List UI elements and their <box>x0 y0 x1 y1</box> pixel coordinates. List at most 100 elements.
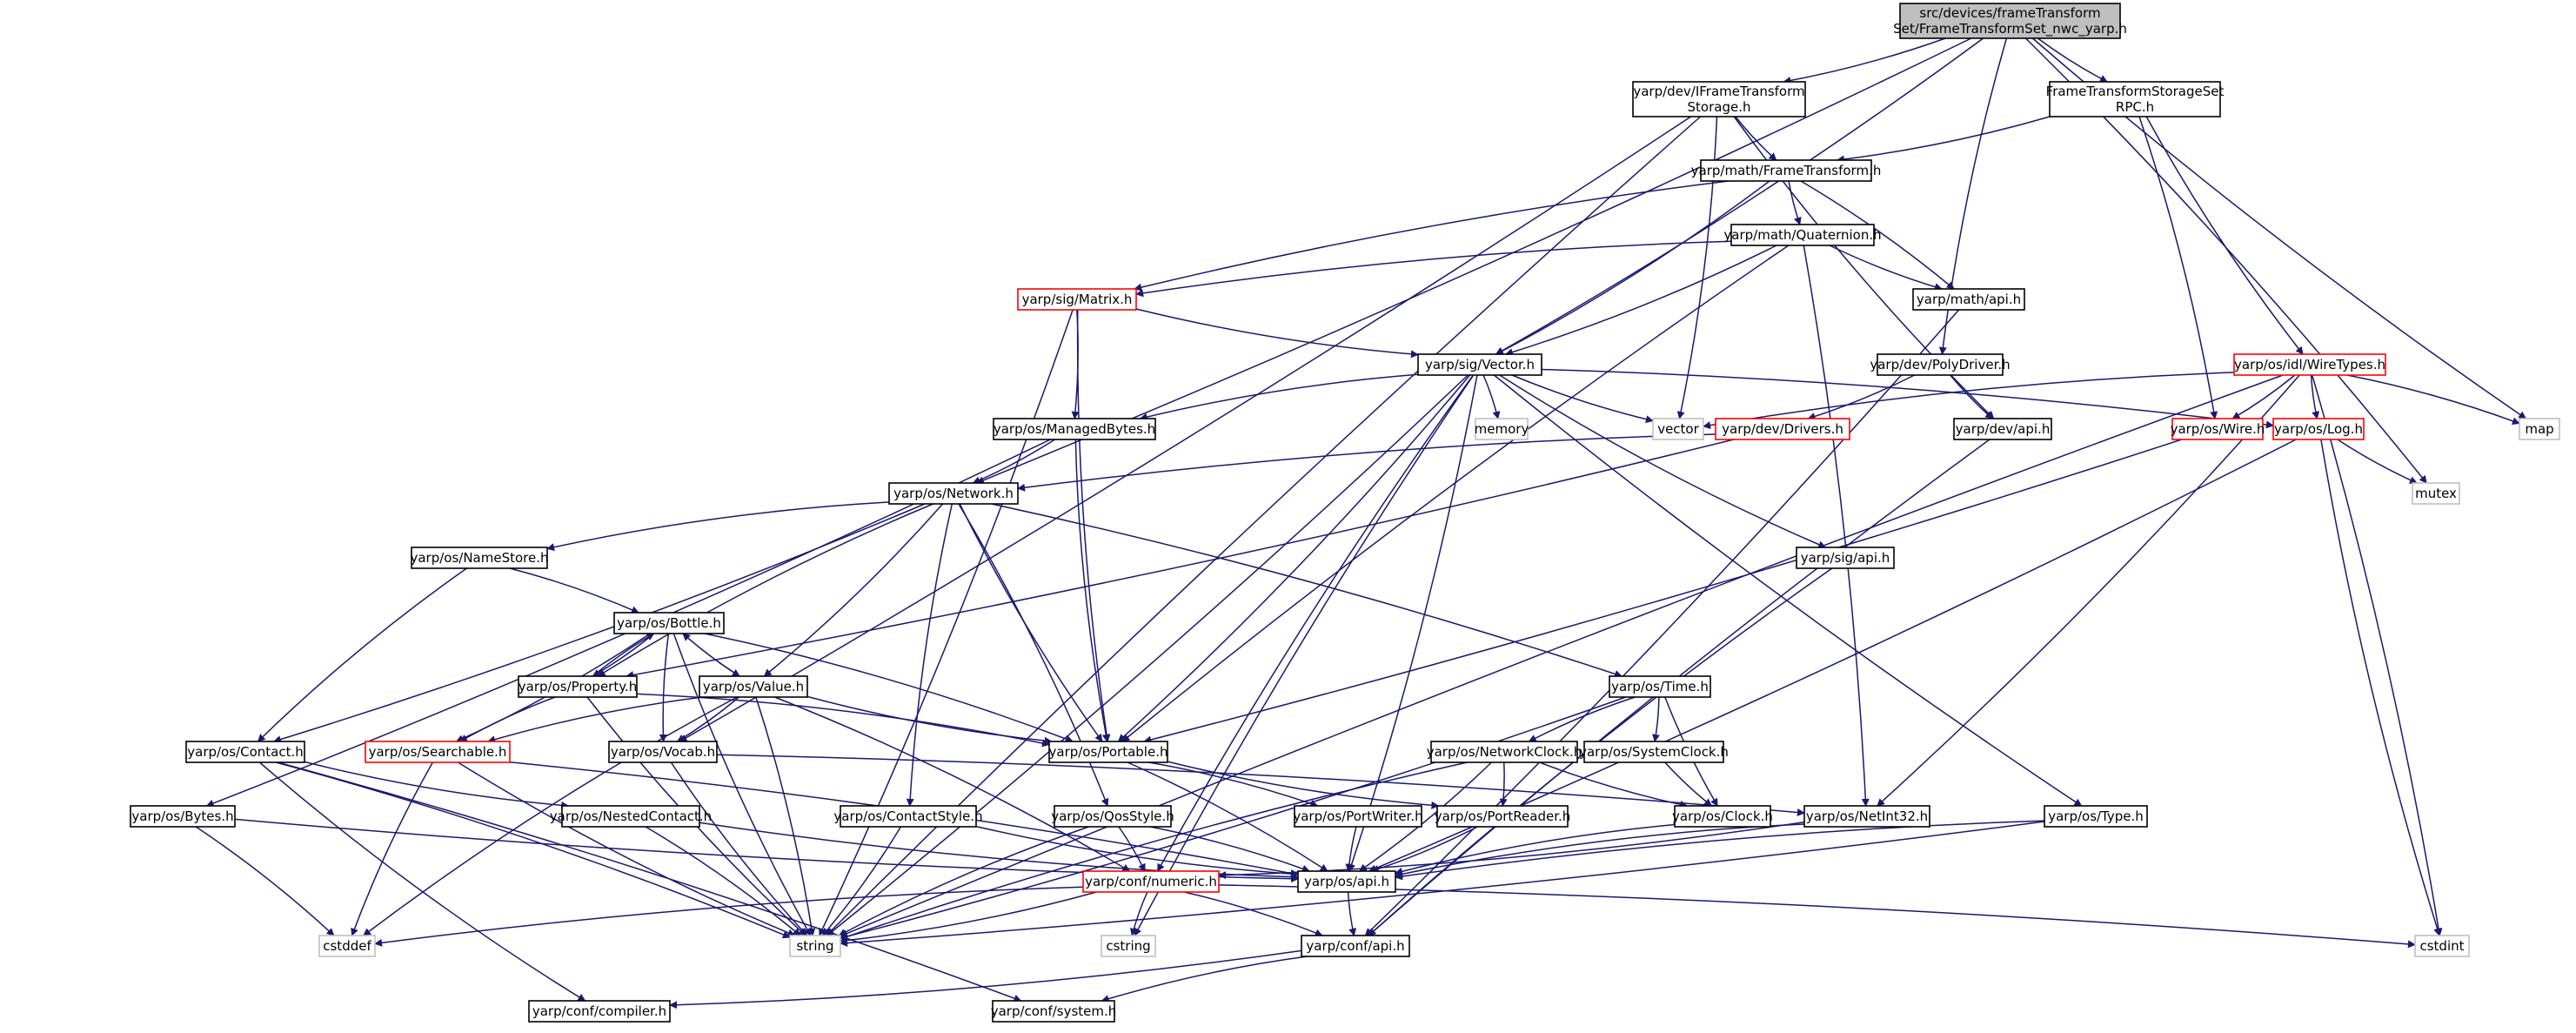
edge-namestore-to-contact <box>257 567 467 742</box>
node-value[interactable]: yarp/os/Value.h <box>699 675 808 698</box>
node-label: map <box>2525 421 2553 437</box>
node-vocab[interactable]: yarp/os/Vocab.h <box>608 741 718 763</box>
node-label: yarp/math/api.h <box>1917 292 2021 307</box>
node-label: yarp/os/Time.h <box>1611 679 1709 694</box>
edge-network-to-namestore <box>546 501 890 552</box>
edge-root-to-vector <box>1495 37 1984 355</box>
edge-network-to-contact <box>273 503 926 743</box>
node-label: vector <box>1657 421 1699 437</box>
node-quat[interactable]: yarp/math/Quaternion.h <box>1723 224 1882 246</box>
edge-wiretypes-to-wire <box>2231 374 2296 419</box>
node-label: yarp/conf/compiler.h <box>532 1003 666 1019</box>
node-label: yarp/conf/api.h <box>1306 938 1404 954</box>
edge-mathft-to-mathapi <box>1800 180 1955 290</box>
node-mathapi[interactable]: yarp/math/api.h <box>1912 288 2025 311</box>
node-qos[interactable]: yarp/os/QosStyle.h <box>1051 805 1174 828</box>
node-label: src/devices/frameTransform <box>1919 5 2100 21</box>
node-devapi[interactable]: yarp/dev/api.h <box>1953 418 2052 440</box>
edge-numeric-to-cstring <box>1129 891 1148 936</box>
node-root[interactable]: src/devices/frameTransformSet/FrameTrans… <box>1893 3 2127 39</box>
edge-qos-to-numeric <box>1118 826 1146 872</box>
node-label: yarp/os/api.h <box>1304 874 1389 889</box>
node-portable[interactable]: yarp/os/Portable.h <box>1048 741 1168 763</box>
node-contact[interactable]: yarp/os/Contact.h <box>185 741 305 763</box>
edge-osapi-to-confapi <box>1347 891 1357 936</box>
node-netclock[interactable]: yarp/os/NetworkClock.h <box>1427 741 1582 763</box>
node-cstyle[interactable]: yarp/os/ContactStyle.h <box>833 805 983 828</box>
node-label: string <box>796 938 833 954</box>
node-netint[interactable]: yarp/os/NetInt32.h <box>1803 805 1930 828</box>
edge-network-to-value <box>763 503 944 677</box>
node-system[interactable]: yarp/conf/system.h <box>991 1000 1117 1023</box>
node-preader[interactable]: yarp/os/PortReader.h <box>1435 805 1571 828</box>
edge-vocab-to-string <box>670 761 808 936</box>
edge-root-to-iframe <box>1783 37 1946 84</box>
edge-contact-to-string <box>276 761 791 939</box>
edge-matrix-to-vector <box>1135 308 1419 359</box>
edge-matrix-to-portable <box>1076 309 1111 742</box>
node-nested[interactable]: yarp/os/NestedContact.h <box>550 805 712 828</box>
node-clock[interactable]: yarp/os/Clock.h <box>1672 805 1773 828</box>
node-polydriver[interactable]: yarp/dev/PolyDriver.h <box>1870 353 2011 376</box>
edge-wiretypes-to-vecstd <box>1703 372 2235 430</box>
node-sigapi[interactable]: yarp/sig/api.h <box>1796 547 1895 569</box>
node-label: yarp/os/Clock.h <box>1672 808 1773 824</box>
edge-iframe-to-vecstd <box>1676 116 1718 419</box>
node-compiler[interactable]: yarp/conf/compiler.h <box>528 1000 671 1023</box>
node-time[interactable]: yarp/os/Time.h <box>1609 675 1711 698</box>
node-label: RPC.h <box>2116 99 2154 115</box>
node-bytes[interactable]: yarp/os/Bytes.h <box>130 805 236 828</box>
edge-contact-to-nested <box>304 761 570 809</box>
edge-wiretypes-to-cstdint <box>2311 374 2443 936</box>
edge-log-to-cstdint <box>2320 439 2441 936</box>
node-network[interactable]: yarp/os/Network.h <box>888 482 1019 505</box>
edge-network-to-time <box>991 503 1623 678</box>
node-label: yarp/os/Wire.h <box>2171 421 2265 437</box>
edge-vector-to-string <box>826 374 1469 936</box>
node-vector[interactable]: yarp/sig/Vector.h <box>1417 353 1542 376</box>
edge-vocab-to-netint <box>716 754 1805 816</box>
edge-value-to-cstddef <box>363 696 738 936</box>
node-sysclock[interactable]: yarp/os/SystemClock.h <box>1579 741 1729 763</box>
edge-contact-to-compiler <box>258 761 586 1002</box>
node-memory: memory <box>1475 418 1529 440</box>
edge-root-to-polydriver <box>1938 37 2008 355</box>
edge-numeric-to-string <box>840 891 1097 944</box>
node-label: yarp/sig/Vector.h <box>1425 357 1535 372</box>
node-matrix[interactable]: yarp/sig/Matrix.h <box>1017 288 1137 311</box>
node-searchable[interactable]: yarp/os/Searchable.h <box>365 741 511 763</box>
node-bottle[interactable]: yarp/os/Bottle.h <box>613 612 725 634</box>
edge-netclock-to-string <box>840 761 1468 941</box>
edge-drivers-to-property <box>626 439 1735 679</box>
node-log[interactable]: yarp/os/Log.h <box>2272 418 2365 440</box>
edge-vector-to-numeric <box>1156 374 1475 872</box>
edge-wire-to-portable <box>1143 439 2183 744</box>
node-mathft[interactable]: yarp/math/FrameTransform.h <box>1691 159 1882 182</box>
node-confapi[interactable]: yarp/conf/api.h <box>1301 935 1410 957</box>
node-numeric[interactable]: yarp/conf/numeric.h <box>1082 870 1220 893</box>
edge-ftsrpc-to-mathft <box>1836 116 2051 164</box>
edge-log-to-mutex <box>2337 439 2418 484</box>
edge-property-to-searchable <box>459 696 556 742</box>
edge-mathapi-to-confapi <box>1364 309 1960 936</box>
edge-value-to-vocab <box>676 696 739 742</box>
node-label: yarp/os/Searchable.h <box>369 744 507 760</box>
node-wiretypes[interactable]: yarp/os/idl/WireTypes.h <box>2233 353 2386 376</box>
node-managed[interactable]: yarp/os/ManagedBytes.h <box>993 418 1156 440</box>
node-label: FrameTransformStorageSet <box>2046 84 2225 99</box>
node-type[interactable]: yarp/os/Type.h <box>2044 805 2148 828</box>
node-wire[interactable]: yarp/os/Wire.h <box>2171 418 2265 440</box>
node-namestore[interactable]: yarp/os/NameStore.h <box>410 547 549 569</box>
edge-root-to-network <box>975 37 1972 485</box>
node-drivers[interactable]: yarp/dev/Drivers.h <box>1715 418 1850 440</box>
node-pwriter[interactable]: yarp/os/PortWriter.h <box>1293 805 1423 828</box>
edge-quat-to-netint <box>1803 245 1870 807</box>
edge-value-to-searchable <box>487 696 703 744</box>
node-osapi[interactable]: yarp/os/api.h <box>1297 870 1396 893</box>
node-property[interactable]: yarp/os/Property.h <box>518 675 638 698</box>
edge-portable-to-osapi <box>1127 761 1328 872</box>
edge-property-to-portable <box>636 693 1050 748</box>
edge-type-to-osapi <box>1395 820 2045 881</box>
